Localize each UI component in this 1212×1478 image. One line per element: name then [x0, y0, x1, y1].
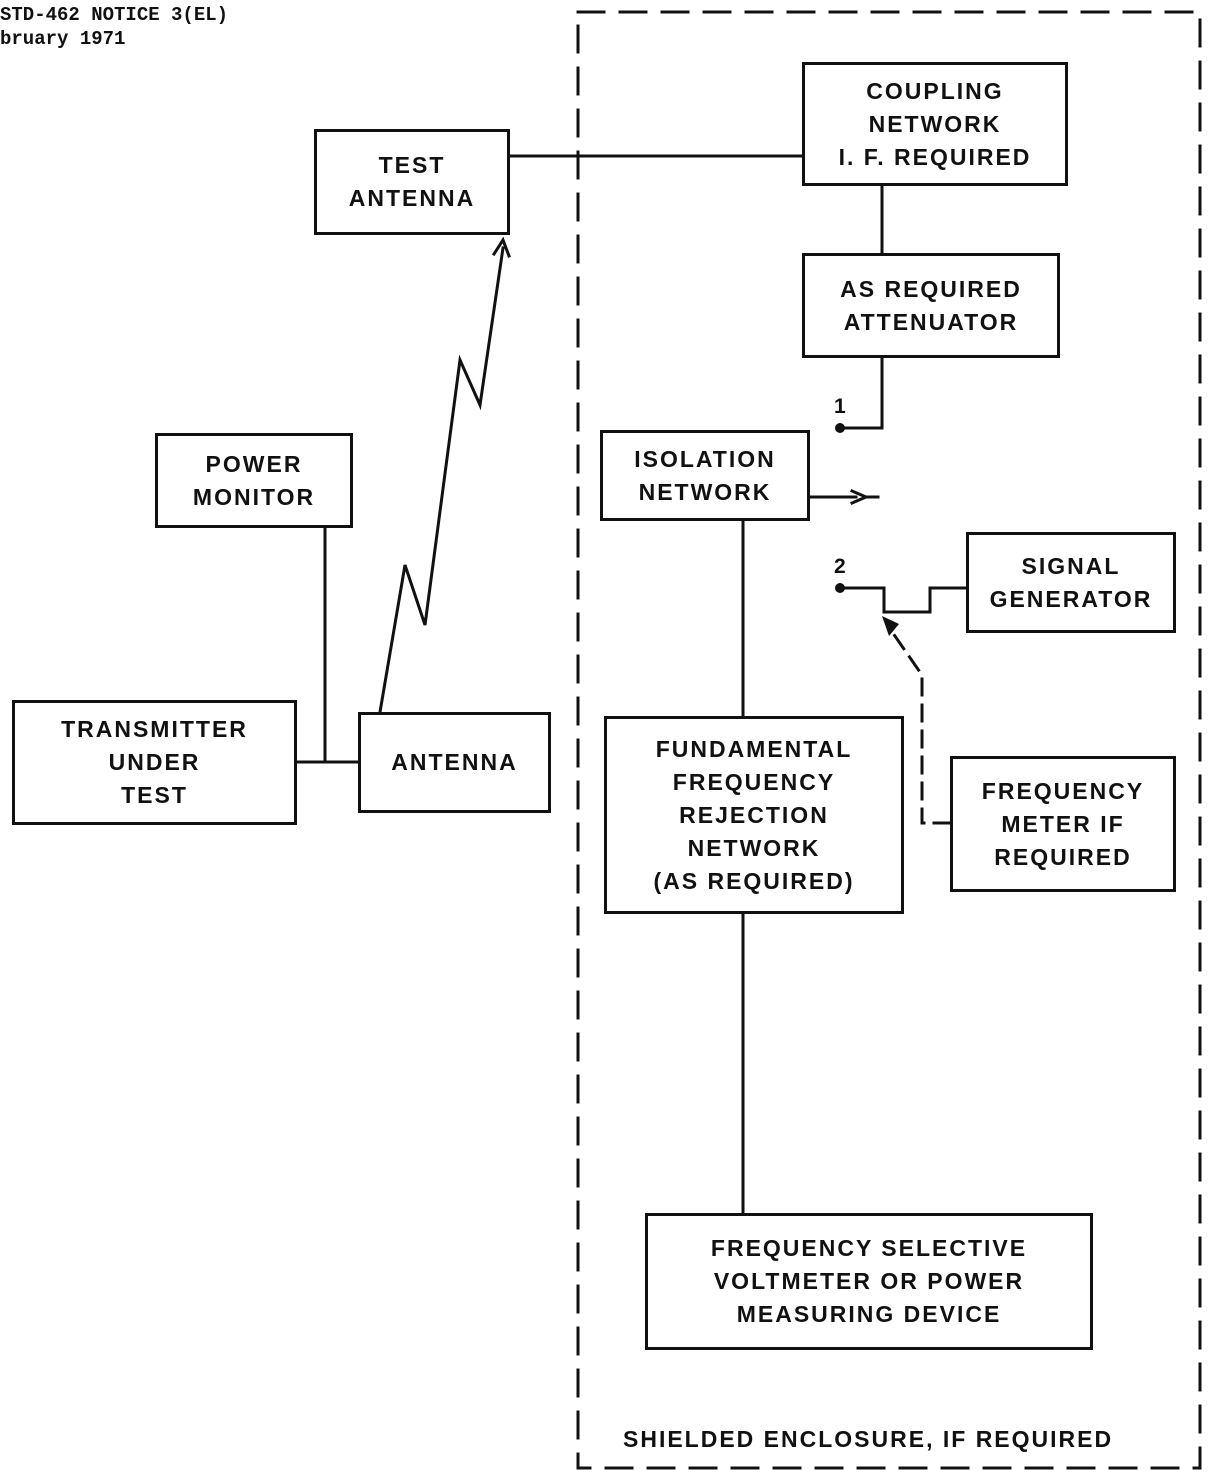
power-monitor-label-line-2: MONITOR: [192, 483, 316, 510]
rejection-network-label-line-1: FUNDAMENTAL: [655, 735, 853, 762]
frequency-meter-box: FREQUENCY METER IF REQUIRED: [950, 756, 1176, 892]
transmitter-under-test-label-line-1: TRANSMITTER: [61, 716, 248, 742]
antenna-box: ANTENNA: [358, 712, 551, 813]
voltmeter-label-line-3: MEASURING DEVICE: [736, 1301, 1002, 1327]
radiated-arrowhead: [491, 236, 511, 258]
power-monitor-box: POWER MONITOR: [155, 433, 353, 528]
transmitter-under-test-box: TRANSMITTER UNDER TEST: [12, 700, 297, 825]
terminal-2-dot: [835, 583, 845, 593]
voltmeter-label-line-2: VOLTMETER OR POWER: [713, 1268, 1025, 1294]
coupling-network-box: COUPLING NETWORK I. F. REQUIRED: [802, 62, 1068, 186]
attenuator-label-line-1: AS REQUIRED: [840, 275, 1022, 302]
signal-generator-box: SIGNAL GENERATOR: [966, 532, 1176, 633]
frequency-meter-label-line-2: METER IF: [1001, 810, 1125, 837]
isolation-network-box: ISOLATION NETWORK: [600, 430, 810, 521]
rejection-network-label-line-2: FREQUENCY: [672, 768, 836, 795]
test-antenna-label-line-1: TEST: [378, 152, 446, 178]
isolation-network-label-line-1: ISOLATION: [634, 445, 776, 472]
isolation-network-label-line-2: NETWORK: [638, 478, 772, 505]
terminal-2-label: 2: [834, 555, 846, 578]
wire-attenuator-terminal-1: [840, 356, 884, 430]
power-monitor-label-line-1: POWER: [205, 450, 303, 477]
transmitter-under-test-label-line-2: UNDER: [108, 749, 201, 775]
switch-arrowhead: [882, 616, 899, 636]
coupling-network-label-line-1: COUPLING: [866, 77, 1004, 104]
document-header-line-2: bruary 1971: [0, 28, 126, 50]
attenuator-label-line-2: ATTENUATOR: [843, 308, 1019, 335]
signal-generator-label-line-1: SIGNAL: [1021, 552, 1121, 579]
coupling-network-label-line-2: NETWORK: [868, 110, 1002, 137]
rejection-network-box: FUNDAMENTAL FREQUENCY REJECTION NETWORK (AS …: [604, 716, 904, 914]
voltmeter-box: FREQUENCY SELECTIVE VOLTMETER OR POWER MEA…: [645, 1213, 1093, 1350]
wire-terminal-2-signal-generator: [840, 586, 968, 614]
transmitter-under-test-label-line-3: TEST: [121, 782, 188, 808]
voltmeter-label-line-1: FREQUENCY SELECTIVE: [710, 1235, 1028, 1261]
antenna-label-line-1: ANTENNA: [391, 749, 518, 775]
terminal-1-label: 1: [834, 395, 846, 418]
document-header-line-1: STD-462 NOTICE 3(EL): [0, 4, 229, 26]
radiated-signal-zigzag: [378, 246, 505, 714]
frequency-meter-dashed-link: [885, 623, 952, 825]
shielded-enclosure-label: SHIELDED ENCLOSURE, IF REQUIRED: [623, 1426, 1114, 1452]
shielded-enclosure-border: [576, 10, 1202, 1470]
terminal-1-dot: [835, 423, 845, 433]
signal-generator-label-line-2: GENERATOR: [989, 585, 1153, 612]
test-antenna-box: TEST ANTENNA: [314, 129, 510, 235]
frequency-meter-label-line-3: REQUIRED: [994, 843, 1132, 870]
test-antenna-label-line-2: ANTENNA: [348, 185, 476, 211]
attenuator-box: AS REQUIRED ATTENUATOR: [802, 253, 1060, 358]
coupling-network-label-line-3: I. F. REQUIRED: [838, 143, 1032, 170]
frequency-meter-label-line-1: FREQUENCY: [981, 777, 1145, 804]
rejection-network-label-line-3: REJECTION: [679, 801, 829, 828]
rejection-network-label-line-4: NETWORK: [687, 834, 821, 861]
rejection-network-label-line-5: (AS REQUIRED): [653, 867, 855, 894]
